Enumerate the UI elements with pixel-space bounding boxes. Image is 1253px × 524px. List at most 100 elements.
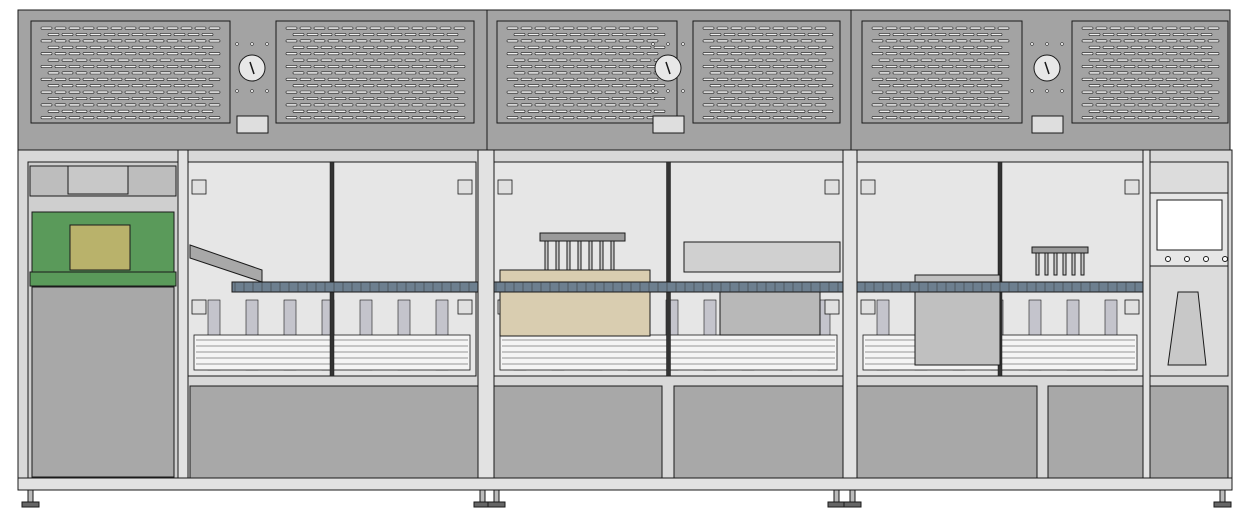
vent-slot [814, 77, 827, 81]
vent-slot [807, 33, 820, 36]
vent-slot [1102, 109, 1115, 113]
vent-slot [131, 97, 144, 100]
vent-slot [899, 26, 912, 30]
vent-slot [173, 84, 186, 88]
vent-slot [68, 39, 81, 43]
vent-slot [786, 26, 799, 30]
vent-slot [569, 109, 582, 113]
vent-slot [786, 52, 799, 56]
vent-slot [758, 116, 771, 120]
vent-slot [68, 103, 81, 107]
vent-slot [1165, 65, 1178, 68]
vent-slot [590, 26, 603, 30]
vent-slot [821, 58, 834, 62]
vent-slot [89, 84, 102, 88]
turntable-stand [1167, 291, 1207, 366]
vent-slot [793, 45, 806, 49]
vent-slot [432, 109, 445, 113]
vent-slot [138, 52, 151, 56]
vent-slot [569, 33, 582, 36]
vent-slot [1088, 33, 1101, 36]
vent-slot [871, 65, 884, 68]
vent-slot [1158, 58, 1171, 62]
vent-slot [1102, 45, 1115, 49]
vent-slot [751, 58, 764, 62]
vent-slot [618, 52, 631, 56]
vent-slot [187, 109, 200, 113]
vent-slot [327, 90, 340, 94]
vent-slot [152, 103, 165, 107]
vent-slot [744, 90, 757, 94]
vent-slot [341, 116, 354, 120]
vent-slot [54, 65, 67, 68]
vent-slot [418, 45, 431, 49]
vent-slot [54, 77, 67, 81]
vent-slot [306, 109, 319, 113]
vent-slot [702, 77, 715, 81]
vent-slot [941, 90, 954, 94]
vent-slot [604, 65, 617, 68]
vent-slot [562, 39, 575, 43]
vent-slot [751, 71, 764, 75]
vent-slot [562, 77, 575, 81]
capping-station [683, 241, 841, 273]
vent-slot [159, 58, 172, 62]
vent-slot [646, 26, 659, 30]
hmi-button-icon [1222, 256, 1228, 262]
hinge [457, 179, 473, 195]
vent-slot [821, 33, 834, 36]
vent-slot [590, 103, 603, 107]
feed-chute [189, 244, 263, 283]
vent-slot [1193, 52, 1206, 56]
vent-slot [772, 26, 785, 30]
bottom-panel-4 [856, 385, 1038, 479]
vent-slot [299, 26, 312, 30]
vent-slot [131, 33, 144, 36]
vent-slot [1144, 97, 1157, 100]
vent-slot [604, 52, 617, 56]
vent-slot [1088, 58, 1101, 62]
vent-slot [758, 52, 771, 56]
vent-slot [1186, 33, 1199, 36]
vent-slot [892, 109, 905, 113]
vent-slot [390, 71, 403, 75]
label-plate-3 [1031, 115, 1064, 134]
vent-slot [800, 65, 813, 68]
vent-slot [341, 26, 354, 30]
vent-slot [138, 103, 151, 107]
vent-slot [948, 45, 961, 49]
vent-slot [208, 39, 221, 43]
vent-slot [82, 39, 95, 43]
vent-slot [983, 52, 996, 56]
screw [265, 89, 269, 93]
vent-slot [625, 58, 638, 62]
vent-slot [453, 90, 466, 94]
vent-slot [1116, 58, 1129, 62]
vent-slot [758, 90, 771, 94]
vent-slot [82, 52, 95, 56]
vent-slot [1158, 84, 1171, 88]
vent-slot [611, 33, 624, 36]
vent-slot [555, 33, 568, 36]
screw [1060, 89, 1064, 93]
vent-slot [110, 52, 123, 56]
vent-slot [334, 109, 347, 113]
screw [265, 42, 269, 46]
vent-slot [744, 77, 757, 81]
vent-slot [513, 45, 526, 49]
vent-slot [1095, 77, 1108, 81]
vent-slot [962, 97, 975, 100]
vent-slot [878, 97, 891, 100]
vent-slot [369, 65, 382, 68]
vent-slot [1193, 26, 1206, 30]
vent-slot [997, 103, 1010, 107]
vent-slot [527, 84, 540, 88]
vent-slot [583, 71, 596, 75]
vent-slot [1088, 109, 1101, 113]
vent-slot [383, 65, 396, 68]
vent-slot [1151, 116, 1164, 120]
vent-slot [376, 58, 389, 62]
vent-slot [117, 33, 130, 36]
vent-slot [1172, 33, 1185, 36]
vent-slot [779, 45, 792, 49]
